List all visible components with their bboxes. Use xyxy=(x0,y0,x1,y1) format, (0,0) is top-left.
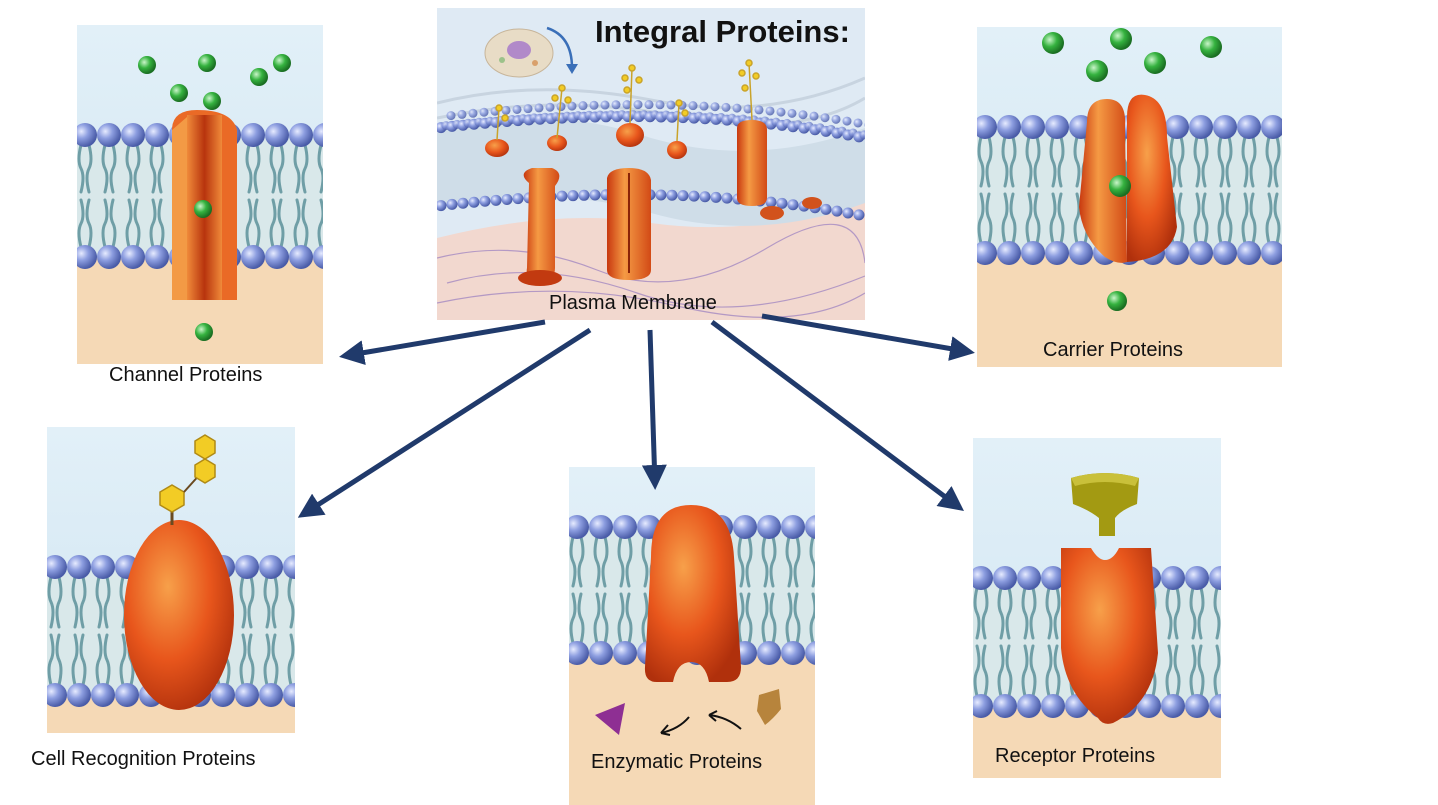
arrow-to-carrier xyxy=(762,316,970,352)
enzymatic-proteins-label: Enzymatic Proteins xyxy=(591,751,762,774)
arrow-to-channel xyxy=(344,322,545,356)
carrier-protein-illustration xyxy=(977,27,1282,367)
enzymatic-proteins-panel: Enzymatic Proteins xyxy=(569,467,815,805)
cell-recognition-proteins-panel xyxy=(47,427,295,733)
plasma-membrane-panel: Integral Proteins: Plasma Membrane xyxy=(437,8,865,320)
receptor-protein-illustration xyxy=(973,438,1221,778)
carrier-proteins-label: Carrier Proteins xyxy=(1043,339,1183,362)
plasma-membrane-illustration xyxy=(437,8,865,320)
channel-proteins-panel xyxy=(77,25,323,364)
cell-recognition-protein-illustration xyxy=(47,427,295,733)
receptor-proteins-label: Receptor Proteins xyxy=(995,745,1155,768)
arrow-to-recognition xyxy=(302,330,590,515)
page-title: Integral Proteins: xyxy=(595,14,850,50)
cell-recognition-proteins-label: Cell Recognition Proteins xyxy=(31,748,256,771)
carrier-proteins-panel: Carrier Proteins xyxy=(977,27,1282,367)
arrow-to-enzymatic xyxy=(650,330,655,485)
channel-proteins-label: Channel Proteins xyxy=(109,364,262,387)
plasma-membrane-label: Plasma Membrane xyxy=(549,292,717,315)
channel-protein-illustration xyxy=(77,25,323,364)
receptor-proteins-panel: Receptor Proteins xyxy=(973,438,1221,778)
